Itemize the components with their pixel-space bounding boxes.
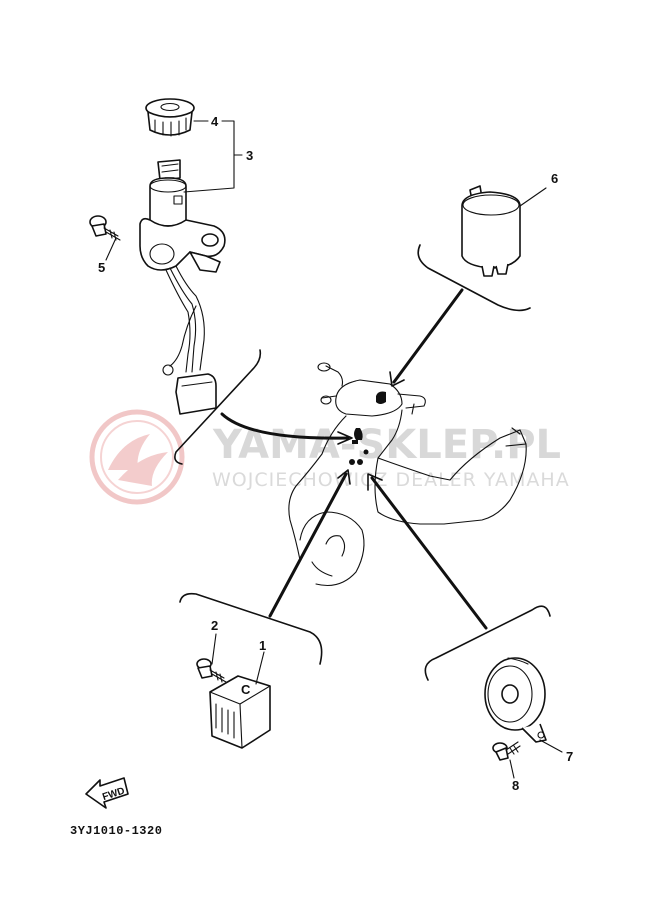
callout-4: 4: [211, 114, 219, 129]
watermark: YAMA-SKLEP.PL WOJCIECHOWICZ DEALER YAMAH…: [89, 409, 570, 505]
callout-8: 8: [512, 778, 519, 793]
watermark-logo: [89, 409, 185, 505]
part-6-relay: [461, 185, 521, 277]
callout-numbers: 4 3 5 6 2 1 7 8: [98, 114, 573, 793]
callout-leaders: [105, 120, 563, 779]
bracket-ignition-group: [174, 349, 262, 465]
part-1-cdi-unit: C: [209, 675, 271, 749]
diagram-part-code: 3YJ1010-1320: [70, 824, 162, 838]
callout-5: 5: [98, 260, 105, 275]
watermark-title: YAMA-SKLEP.PL: [212, 422, 561, 468]
bracket-relay-group: [417, 244, 531, 312]
callout-7: 7: [566, 749, 573, 764]
callout-6: 6: [551, 171, 558, 186]
part-3-main-switch: [139, 159, 226, 415]
callout-2: 2: [211, 618, 218, 633]
callout-1: 1: [259, 638, 266, 653]
part-5-screw: [89, 215, 121, 241]
cdi-letter-c: C: [241, 682, 251, 697]
bracket-cdi-group: [179, 592, 323, 665]
part-4-key-cap: [145, 98, 195, 137]
part-2-screw: [196, 658, 227, 683]
bracket-horn-group: [424, 605, 551, 681]
fwd-arrow: FWD: [85, 777, 129, 809]
part-8-screw: [492, 741, 521, 761]
watermark-subtitle: WOJCIECHOWICZ DEALER YAMAHA: [212, 469, 570, 491]
scooter-silhouette: [288, 362, 527, 587]
callout-3: 3: [246, 148, 253, 163]
part-7-horn: [484, 657, 547, 743]
